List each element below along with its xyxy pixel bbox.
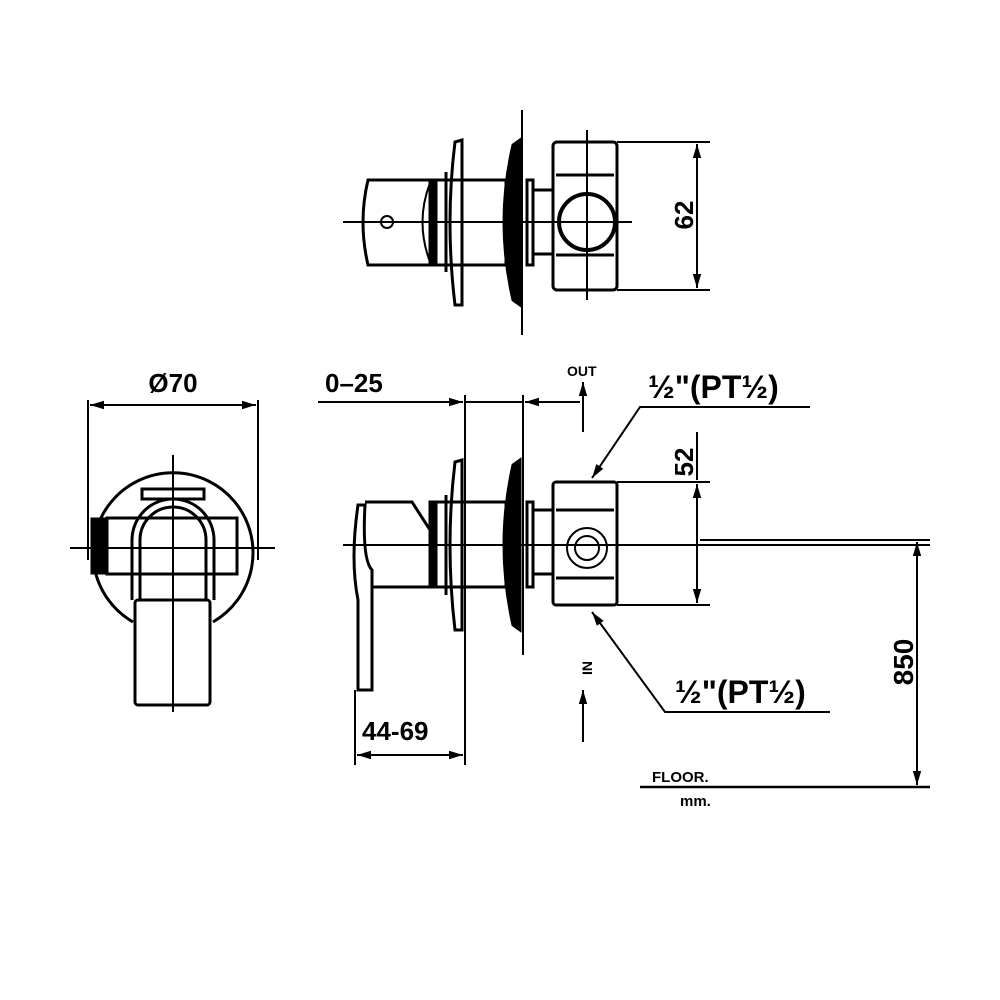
top-view [343, 110, 710, 335]
front-view [70, 400, 275, 712]
label-out: OUT [567, 363, 597, 379]
label-floor: FLOOR. [652, 769, 709, 786]
label-0-25: 0–25 [325, 368, 383, 398]
lever-side [352, 503, 374, 692]
side-view [318, 382, 930, 789]
handle [361, 178, 432, 267]
label-52: 52 [669, 448, 699, 477]
lever [133, 598, 212, 707]
handle-pin [380, 215, 394, 229]
label-in: IN [579, 661, 595, 675]
label-unit: mm. [680, 793, 711, 810]
label-thread-out: ½"(PT½) [648, 369, 779, 405]
valve-body [551, 140, 619, 292]
label-62: 62 [669, 201, 699, 230]
label-thread-in: ½"(PT½) [675, 674, 806, 710]
leader-out [591, 406, 810, 479]
escutcheon [448, 138, 464, 307]
valve-body-side [551, 480, 619, 607]
wall-plate [502, 137, 522, 308]
label-44-69: 44-69 [362, 716, 429, 746]
label-diameter: Ø70 [148, 368, 197, 398]
label-850: 850 [888, 639, 919, 686]
leader-in [591, 611, 830, 713]
